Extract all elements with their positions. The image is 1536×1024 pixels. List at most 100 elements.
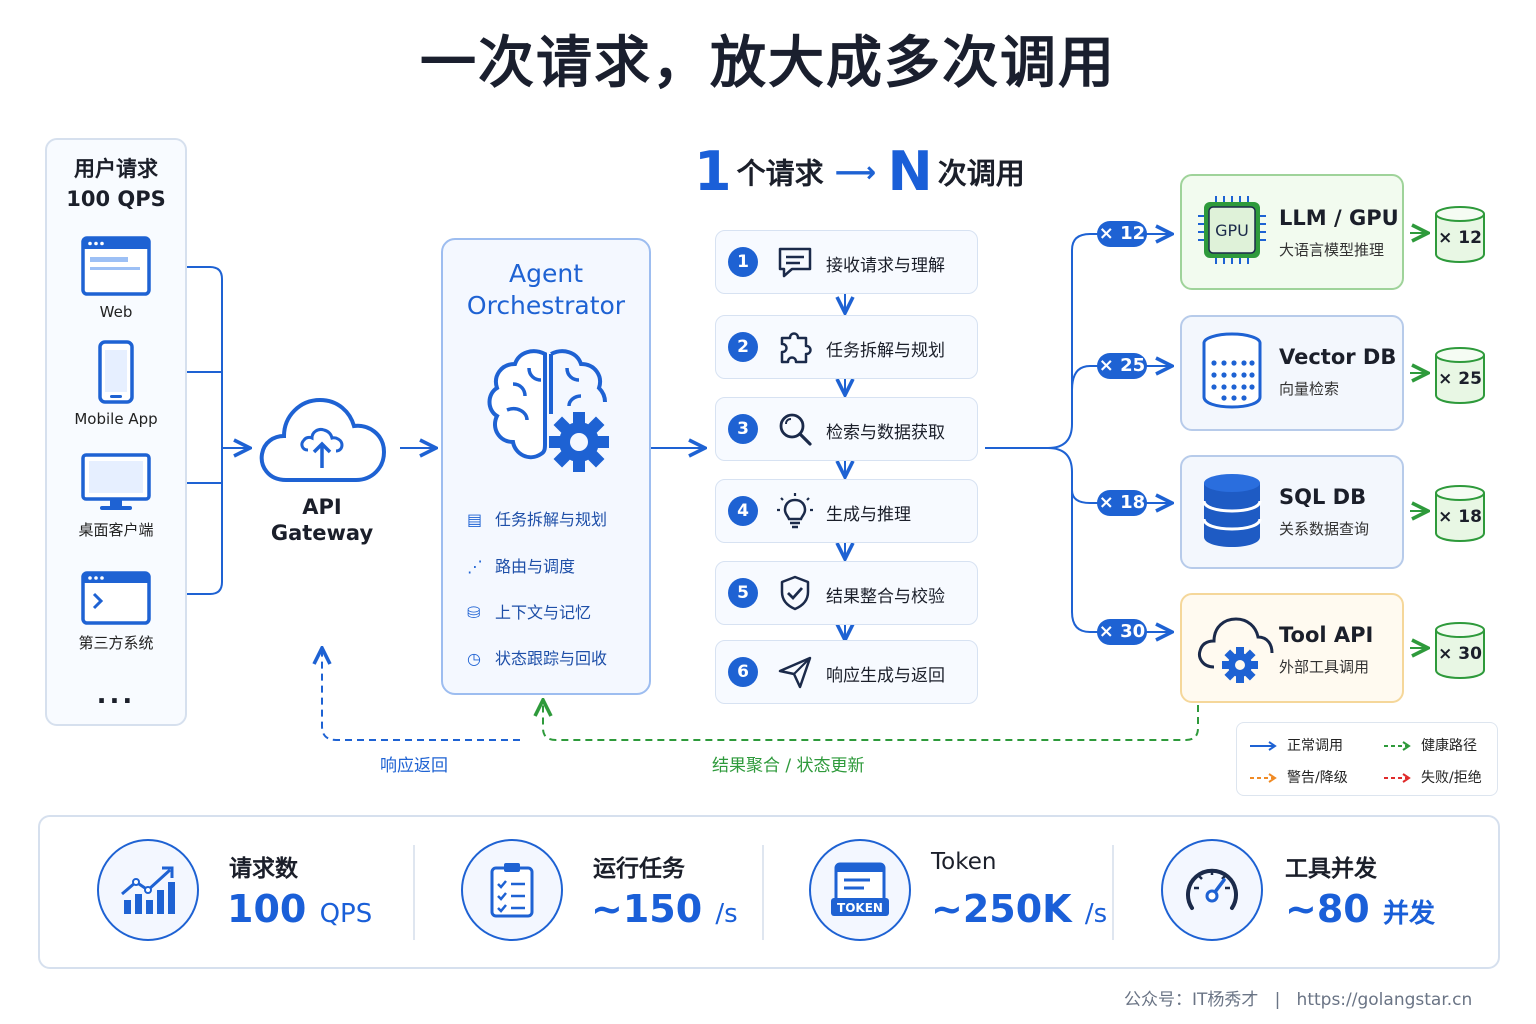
service-tool-api: Tool API 外部工具调用: [1180, 593, 1404, 703]
cylinder-icon: [1435, 485, 1485, 543]
service-name: LLM / GPU: [1279, 206, 1399, 230]
stats-bar: 请求数 100 QPS 运行任务 ~150 /s TOKEN Token: [38, 815, 1500, 969]
clipboard-icon: [490, 863, 534, 918]
legend-normal: 正常调用: [1249, 735, 1343, 755]
client-label-third-party: 第三方系统: [78, 634, 154, 652]
stat-icon-circle: [1161, 839, 1263, 941]
stat-requests: 请求数 100 QPS: [97, 817, 397, 967]
service-name: Vector DB: [1279, 345, 1397, 369]
call-count-cylinder-sql: × 18: [1433, 483, 1487, 543]
step-4: 4 生成与推理: [715, 479, 978, 543]
service-vector-db: Vector DB 向量检索: [1180, 315, 1404, 431]
step-5: 5 结果整合与校验: [715, 561, 978, 625]
stat-value-line: ~150 /s: [591, 887, 738, 931]
orchestrator-feature-tracking: ◷ 状态跟踪与回收: [467, 645, 607, 669]
legend-health: 健康路径: [1383, 735, 1477, 755]
puzzle-icon: [780, 332, 812, 364]
stat-divider: [762, 845, 764, 940]
multiplier-badge-tool: × 30: [1097, 619, 1147, 645]
page-title: 一次请求，放大成多次调用: [420, 31, 1116, 96]
step-label: 响应生成与返回: [826, 666, 945, 686]
service-name: SQL DB: [1279, 485, 1367, 509]
clients-header: 用户请求 100 QPS: [47, 154, 185, 214]
search-icon: [779, 413, 812, 446]
sql-db-icon: [1202, 474, 1262, 547]
legend-label: 失败/拒绝: [1421, 770, 1482, 786]
service-desc: 向量检索: [1279, 380, 1340, 398]
orchestrator-feature-label: 状态跟踪与回收: [495, 649, 608, 668]
step-label: 结果整合与校验: [826, 587, 945, 607]
cylinder-label: × 18: [1438, 507, 1482, 527]
orchestrator-feature-routing: ⋰路由与调度: [467, 553, 575, 577]
stat-icon-circle: [461, 839, 563, 941]
stat-tasks: 运行任务 ~150 /s: [461, 817, 761, 967]
cloud-upload-icon: [259, 397, 387, 482]
stat-unit: 并发: [1382, 899, 1435, 929]
agent-orchestrator-panel: Agent Orchestrator ▤任务拆解与规划 ⋰路由与调度: [441, 238, 651, 695]
monitor-icon: [81, 453, 151, 510]
stat-unit: /s: [715, 899, 738, 929]
stat-label: 工具并发: [1285, 856, 1377, 882]
gpu-chip-icon: GPU: [1198, 196, 1266, 264]
call-count-cylinder-llm: × 12: [1433, 204, 1487, 264]
cylinder-icon: [1435, 622, 1485, 680]
multiplier-badge-vector: × 25: [1097, 353, 1147, 379]
step-6: 6 响应生成与返回: [715, 640, 978, 704]
one-label: 个请求: [736, 156, 824, 191]
service-name: Tool API: [1279, 623, 1374, 647]
orchestrator-title: Agent Orchestrator: [443, 258, 649, 322]
gateway-label: API Gateway: [262, 494, 382, 546]
stat-label: Token: [931, 849, 997, 875]
step-2: 2 任务拆解与规划: [715, 315, 978, 379]
legend-label: 健康路径: [1421, 738, 1477, 754]
service-desc: 大语言模型推理: [1279, 241, 1385, 259]
footer-credit: 公众号：IT杨秀才 | https://golangstar.cn: [1124, 990, 1473, 1010]
vector-db-icon: [1202, 332, 1262, 409]
client-label-desktop: 桌面客户端: [78, 521, 154, 539]
cylinder-label: × 12: [1438, 228, 1482, 248]
gauge-icon: [1186, 868, 1238, 910]
dashed-arrow-icon: [1384, 741, 1411, 751]
stat-value: ~80: [1285, 887, 1370, 931]
gateway-label-line2: Gateway: [270, 521, 374, 545]
stat-tokens: TOKEN Token ~250K /s: [809, 817, 1109, 967]
stat-value: ~150: [591, 887, 703, 931]
stat-divider: [1112, 845, 1114, 940]
legend-failure: 失败/拒绝: [1383, 767, 1482, 787]
amplification-heading: 1 个请求 ⟶ N 次调用: [694, 140, 1074, 203]
flow-label-result-update: 结果聚合 / 状态更新: [712, 756, 865, 776]
stat-value-line: ~80 并发: [1285, 887, 1435, 931]
dashed-arrow-icon: [1250, 773, 1277, 783]
clock-refresh-icon: ◷: [467, 649, 481, 668]
step-number: 4: [728, 496, 758, 526]
call-count-cylinder-vector: × 25: [1433, 345, 1487, 405]
orchestrator-feature-label: 上下文与记忆: [495, 603, 592, 622]
dashed-arrow-icon: [1384, 773, 1411, 783]
stat-value-line: 100 QPS: [227, 887, 372, 931]
more-clients: ...: [96, 680, 136, 710]
stat-unit: /s: [1084, 899, 1108, 929]
service-desc: 关系数据查询: [1279, 520, 1370, 538]
share-nodes-icon: ⋰: [467, 557, 483, 576]
token-icon: TOKEN: [831, 862, 889, 916]
database-icon: ⛁: [467, 603, 481, 622]
n-label: 次调用: [937, 156, 1025, 191]
service-desc: 外部工具调用: [1279, 658, 1370, 676]
solid-arrow-icon: [1250, 741, 1277, 751]
lightbulb-icon: [777, 493, 813, 529]
browser-window-icon: [81, 236, 151, 296]
legend-label: 正常调用: [1287, 738, 1343, 754]
orchestrator-feature-label: 任务拆解与规划: [495, 510, 608, 529]
orchestrator-feature-memory: ⛁ 上下文与记忆: [467, 599, 591, 623]
legend: 正常调用 健康路径 警告/降级 失败/拒绝: [1236, 722, 1498, 796]
step-label: 任务拆解与规划: [826, 341, 945, 361]
stat-value: ~250K: [931, 887, 1072, 931]
one-count: 1: [694, 140, 732, 203]
clients-header-qps: 100 QPS: [66, 187, 166, 211]
client-mobile-app: Mobile App: [47, 340, 185, 428]
stat-value-line: ~250K /s: [931, 887, 1107, 931]
clients-header-title: 用户请求: [74, 157, 158, 181]
client-web: Web: [47, 235, 185, 321]
cloud-gear-icon: [1198, 617, 1274, 683]
client-desktop: 桌面客户端: [47, 453, 185, 540]
